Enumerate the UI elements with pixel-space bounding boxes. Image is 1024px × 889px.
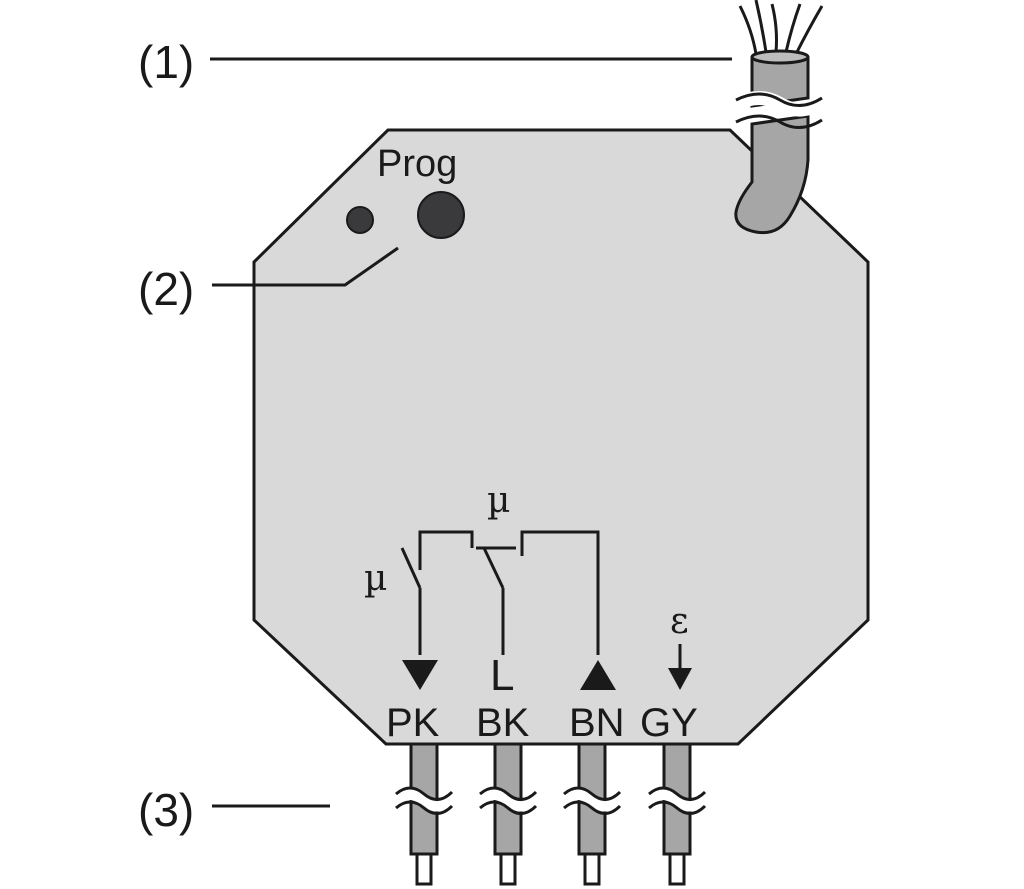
cable-strand [770,3,778,53]
wire-gy [645,742,710,886]
callout-3-label: (3) [138,784,194,836]
input-arrow-icon [668,644,692,690]
wire-bk [476,742,541,886]
arrow-up-triangle-icon [580,660,616,690]
callout-1-label: (1) [138,36,194,88]
l-label: L [490,651,514,700]
prog-button-icon[interactable] [417,191,465,239]
wire-pk [392,742,457,886]
cable-strand [784,3,802,53]
led-icon [346,206,374,234]
prog-label: Prog [377,143,457,185]
wire-label-bk: BK [476,701,530,745]
wire-bn [560,742,625,886]
bus-cable [732,0,826,235]
wire-label-bn: BN [569,701,625,745]
mu-top-symbol: µ [487,480,510,521]
cable-strand [794,5,824,55]
relay-circuit [400,530,600,655]
callout-2-label: (2) [138,263,194,315]
connection-wires [392,742,710,886]
arrow-down-triangle-icon [402,660,438,690]
cable-strand [738,5,758,55]
callout-2-leader [212,246,399,287]
mu-left-symbol: µ [364,558,387,599]
wire-label-pk: PK [386,701,440,745]
cable-strand [754,0,768,53]
epsilon-symbol: ε [670,601,689,642]
wire-label-gy: GY [640,701,698,745]
